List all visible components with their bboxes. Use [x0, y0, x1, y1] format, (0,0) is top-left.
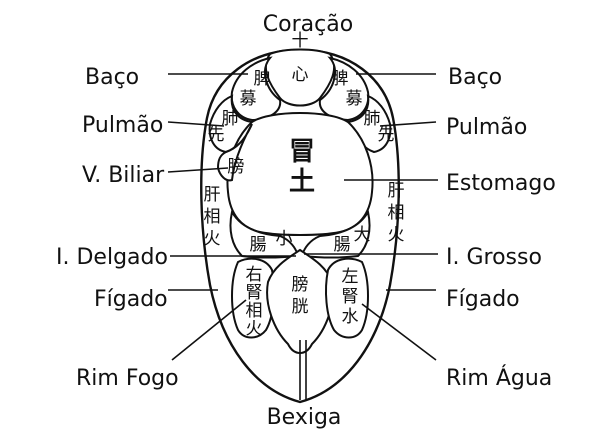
label-small-intestine: I. Delgado — [56, 245, 168, 270]
label-heart: Coração — [263, 12, 353, 37]
cjk-spleen-r1: 脾 — [332, 69, 349, 89]
cjk-liver-r1: 肝 — [388, 181, 405, 201]
cjk-heart: 心 — [292, 65, 309, 85]
label-large-intestine: I. Grosso — [446, 245, 542, 270]
label-spleen-left: Baço — [85, 65, 139, 90]
cjk-lung-r2: 先 — [378, 125, 395, 145]
cjk-kidney-fire-3: 相 — [246, 301, 263, 321]
cjk-gallbladder: 膀 — [228, 157, 245, 177]
cjk-large-intestine-2: 腸 — [334, 235, 351, 255]
cjk-small-intestine-1: 腸 — [250, 235, 267, 255]
label-stomach: Estomago — [446, 171, 556, 196]
leader-gallbladder — [167, 167, 229, 173]
cjk-spleen-r2: 募 — [346, 89, 363, 109]
cjk-heart-top: 十 — [292, 31, 309, 51]
cjk-lung-l1: 肺 — [222, 109, 239, 129]
kidney-water-region — [325, 257, 369, 339]
cjk-kidney-water-1: 左 — [342, 267, 359, 287]
label-lung-right: Pulmão — [446, 115, 527, 140]
cjk-liver-r3: 火 — [388, 225, 405, 245]
cjk-small-intestine-2: 小 — [276, 229, 293, 249]
heart-region — [264, 48, 336, 107]
cjk-bladder-2: 胱 — [292, 297, 309, 317]
label-gallbladder: V. Biliar — [82, 163, 165, 188]
label-bladder: Bexiga — [267, 405, 342, 430]
label-kidney-fire: Rim Fogo — [76, 366, 179, 391]
label-kidney-water: Rim Água — [446, 365, 552, 391]
cjk-kidney-fire-4: 火 — [246, 319, 263, 339]
kidney-fire-region — [231, 257, 275, 339]
cjk-lung-r1: 肺 — [364, 109, 381, 129]
label-spleen-right: Baço — [448, 65, 502, 90]
cjk-spleen-l1: 脾 — [254, 69, 271, 89]
cjk-stomach-1: 冒 — [289, 137, 315, 167]
leader-lung-left — [167, 121, 225, 127]
leader-kidney-fire — [171, 299, 247, 361]
cjk-kidney-water-2: 腎 — [342, 287, 359, 307]
cjk-bladder-1: 膀 — [292, 275, 309, 295]
cjk-liver-l1: 肝 — [204, 185, 221, 205]
cjk-kidney-fire-2: 腎 — [246, 283, 263, 303]
leader-kidney-water — [361, 303, 437, 361]
cjk-large-intestine-1: 大 — [354, 225, 371, 245]
cjk-kidney-water-3: 水 — [342, 307, 359, 327]
cjk-spleen-l2: 募 — [240, 89, 257, 109]
label-liver-right: Fígado — [446, 287, 520, 312]
cjk-kidney-fire-1: 右 — [246, 265, 263, 285]
label-liver-left: Fígado — [94, 287, 168, 312]
cjk-stomach-2: 土 — [289, 167, 315, 197]
cjk-liver-l2: 相 — [204, 207, 221, 227]
cjk-lung-l2: 先 — [208, 125, 225, 145]
cjk-liver-l3: 火 — [204, 229, 221, 249]
leader-lung-right — [379, 121, 437, 127]
gallbladder-region — [216, 123, 253, 182]
label-lung-left: Pulmão — [82, 113, 163, 138]
cjk-liver-r2: 相 — [388, 203, 405, 223]
